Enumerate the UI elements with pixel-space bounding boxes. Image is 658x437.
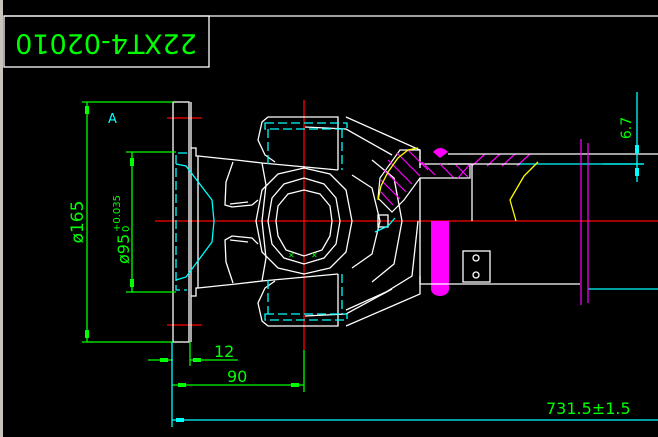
cross-bearing: ✕ ✕ <box>255 167 353 275</box>
key-hidden <box>374 217 396 233</box>
hub-cone-hidden <box>175 163 215 281</box>
dimension-phi165: ø165 <box>68 101 173 343</box>
flange <box>172 101 215 343</box>
flange-plate <box>172 101 190 343</box>
arrow-top <box>85 106 89 114</box>
ear-top-inner <box>304 126 393 156</box>
window-edge <box>0 0 3 437</box>
grease-fitting-mark-1: ✕ <box>288 251 295 260</box>
section-outline <box>377 149 471 213</box>
dimension-6-7: 6.7 <box>603 92 644 182</box>
tube-yoke <box>345 147 540 311</box>
bearing-cap-top-hidden <box>264 122 348 130</box>
weld-plug-end <box>431 282 449 296</box>
cross-inner-ring <box>275 189 333 257</box>
dim-6-7-text: 6.7 <box>619 117 635 139</box>
yoke-web <box>261 162 267 282</box>
dimension-phi95: ø95 +0.035 0 <box>112 151 176 293</box>
dim-12-text: 12 <box>214 342 234 361</box>
break-line-tube <box>509 161 539 222</box>
dimension-overall-length: 731.5±1.5 <box>171 342 658 427</box>
yoke-ear-bottom <box>257 274 421 327</box>
dim-90-text: 90 <box>227 367 247 386</box>
dim-phi95-tol-lower: 0 <box>121 226 132 232</box>
centerlines <box>155 100 658 350</box>
yoke-rib-lower <box>224 235 259 284</box>
flange-yoke-body <box>197 155 339 289</box>
balance-plate <box>462 250 491 283</box>
grease-fitting-mark-2: ✕ <box>311 251 318 260</box>
cross-middle-ring <box>267 177 341 265</box>
yoke-bottom-edge <box>197 273 339 289</box>
rib-line-2 <box>229 239 249 243</box>
tube-yoke-arc-1 <box>351 174 381 269</box>
bearing-cap-bottom-hidden <box>264 313 348 321</box>
balance-hole-1 <box>472 254 480 262</box>
flange-hub <box>191 147 199 297</box>
dim-phi165-text: ø165 <box>68 201 88 244</box>
ear-bottom-slope <box>345 276 421 327</box>
yoke-top-edge <box>197 155 339 171</box>
break-line-yoke <box>377 147 419 201</box>
dim-phi95-text: ø95 <box>114 234 133 264</box>
dim-phi95-tol-upper: +0.035 <box>112 195 123 232</box>
tube-yoke-lower <box>345 220 419 311</box>
key-block <box>377 214 389 228</box>
part-number-text: 22XT4-02010 <box>15 28 197 59</box>
dimension-90: 90 <box>172 350 305 392</box>
weld-bead <box>433 148 448 158</box>
ear-bottom-outline <box>257 274 339 327</box>
yoke-rib-upper <box>224 161 259 208</box>
view-label-a: A <box>108 112 117 127</box>
balance-hole-2 <box>472 271 480 279</box>
dim-overall-text: 731.5±1.5 <box>546 399 631 418</box>
rib-line-1 <box>229 201 249 205</box>
tube-yoke-bore <box>419 178 540 285</box>
weld-plug <box>431 221 449 289</box>
title-block: 22XT4-02010 <box>3 15 658 68</box>
pilot-bore-hidden <box>175 152 187 291</box>
dimension-12: 12 <box>148 342 238 366</box>
arrow-bottom <box>85 330 89 338</box>
section-hatching <box>380 149 531 206</box>
ear-top-slope <box>345 116 421 168</box>
ear-top-outline <box>257 116 339 170</box>
cross-outer-ring <box>255 167 353 275</box>
title-box <box>3 15 210 68</box>
